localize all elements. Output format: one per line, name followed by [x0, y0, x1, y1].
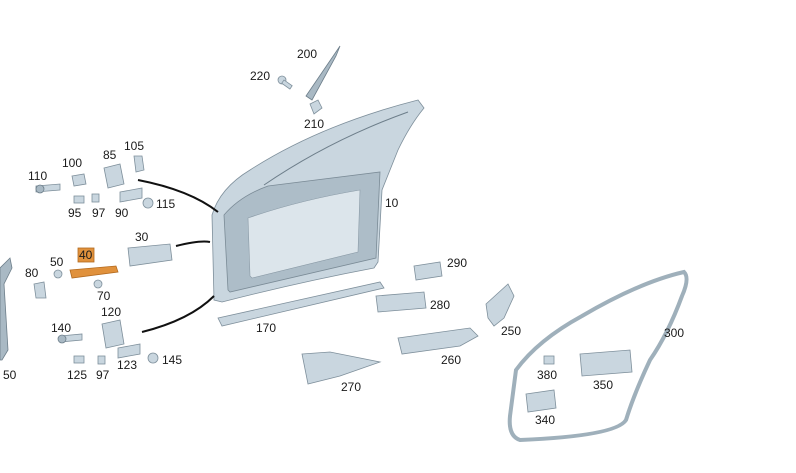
label-280: 280 — [430, 298, 450, 312]
bolt-50a — [53, 269, 63, 279]
label-90: 90 — [115, 206, 129, 220]
label-125: 125 — [67, 368, 87, 382]
label-210: 210 — [304, 117, 324, 131]
side-panel-50b — [0, 257, 13, 361]
label-100: 100 — [62, 156, 82, 170]
label-110: 110 — [28, 169, 47, 183]
bolt-head-110 — [35, 184, 45, 194]
label-380: 380 — [537, 368, 557, 382]
label-123: 123 — [117, 358, 137, 372]
label-220: 220 — [250, 69, 270, 83]
leader-upper — [137, 179, 219, 213]
label-340: 340 — [535, 413, 555, 427]
hinge-plate-123 — [117, 343, 141, 359]
label-70: 70 — [97, 289, 111, 303]
part-labels: 200 220 210 10 105 85 100 110 95 97 90 1… — [3, 47, 684, 427]
bushing-125 — [73, 355, 85, 364]
bracket-80 — [33, 281, 47, 299]
screw-70 — [93, 279, 103, 289]
pad-280 — [375, 291, 427, 313]
label-40: 40 — [79, 248, 93, 262]
hinge-plate-90 — [119, 187, 143, 203]
pin-100 — [71, 173, 87, 187]
hinge-120 — [101, 319, 125, 349]
plug-380 — [543, 355, 555, 365]
pad-350 — [579, 349, 633, 377]
door-seal-300 — [507, 269, 689, 443]
label-260: 260 — [441, 353, 461, 367]
door-shell — [211, 99, 425, 303]
clip-210 — [309, 99, 323, 115]
label-50a: 50 — [50, 255, 64, 269]
label-250: 250 — [501, 324, 521, 338]
label-10: 10 — [385, 196, 399, 210]
door-sill-strip — [217, 281, 385, 327]
label-350: 350 — [593, 378, 613, 392]
hinge-bracket-105 — [133, 155, 145, 173]
label-97b: 97 — [96, 368, 110, 382]
label-80: 80 — [25, 266, 39, 280]
nut-115 — [142, 197, 154, 209]
check-strap-housing-30 — [127, 243, 173, 267]
label-120: 120 — [101, 305, 121, 319]
leader-middle — [175, 240, 211, 247]
label-30: 30 — [135, 230, 149, 244]
nut-145 — [147, 352, 159, 364]
label-140: 140 — [51, 321, 71, 335]
bolt-head-140 — [57, 334, 67, 344]
label-85: 85 — [103, 148, 117, 162]
pad-290 — [413, 261, 443, 281]
window-trim-200 — [305, 45, 341, 101]
bushing-97b — [97, 355, 106, 365]
check-strap-arm-40 — [69, 265, 119, 279]
label-50b: 50 — [3, 368, 17, 382]
label-200: 200 — [297, 47, 317, 61]
leader-lower — [141, 295, 215, 333]
label-170: 170 — [256, 321, 276, 335]
bushing-97a — [91, 193, 100, 203]
label-300: 300 — [664, 326, 684, 340]
label-290: 290 — [447, 256, 467, 270]
label-270: 270 — [341, 380, 361, 394]
bracket-250 — [485, 283, 515, 327]
highlight-40 — [77, 247, 95, 263]
trim-270 — [301, 351, 382, 385]
label-145: 145 — [162, 353, 182, 367]
screw-220 — [277, 75, 293, 90]
label-105: 105 — [124, 139, 144, 153]
pad-340 — [525, 389, 557, 413]
bushing-95 — [73, 195, 85, 204]
trim-260 — [397, 327, 479, 355]
label-95: 95 — [68, 206, 82, 220]
label-97a: 97 — [92, 206, 106, 220]
hinge-85 — [103, 163, 125, 189]
label-115: 115 — [156, 197, 175, 211]
